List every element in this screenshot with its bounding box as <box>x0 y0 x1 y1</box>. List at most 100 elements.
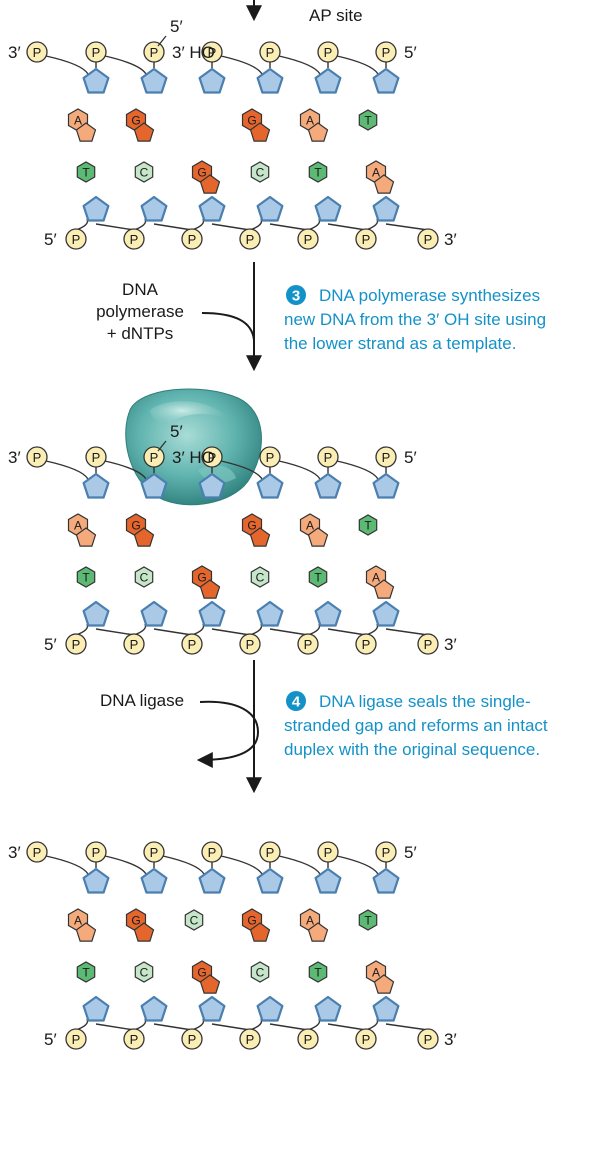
lower-phosphate-4-label: P <box>304 232 313 247</box>
upper-phosphate-6-label: P <box>382 845 391 860</box>
upper-sugar-5 <box>372 472 400 499</box>
upper-sugar-3 <box>256 867 284 894</box>
upper-phosphate-1-label: P <box>92 450 101 465</box>
upper-sugar-1 <box>140 67 168 94</box>
lower-sugar-0 <box>82 195 110 222</box>
upper-phosphate-3-label: P <box>208 845 217 860</box>
lower-base-3: C <box>250 961 270 983</box>
lower-sugar-1 <box>140 600 168 627</box>
lower-base-4-letter: T <box>314 166 322 180</box>
upper-phosphate-5 <box>317 841 339 863</box>
upper-base-3: G <box>241 513 271 547</box>
upper-base-1-letter: G <box>131 914 140 928</box>
upper-strand-5prime-end: 5′ <box>404 843 417 862</box>
polymerase-label-line-3: + dNTPs <box>107 324 174 343</box>
upper-phosphate-6 <box>375 446 397 468</box>
upper-sugar-3 <box>256 472 284 499</box>
nick-5prime-label: 5′ <box>170 422 183 441</box>
lower-sugar-3 <box>256 195 284 222</box>
lower-base-2-letter: G <box>197 166 206 180</box>
lower-base-1-letter: C <box>140 966 149 980</box>
lower-phosphate-6-label: P <box>424 1032 433 1047</box>
lower-phosphate-6 <box>417 633 439 655</box>
upper-sugar-5 <box>372 67 400 94</box>
upper-phosphate-6-label: P <box>382 450 391 465</box>
lower-base-3-letter: C <box>256 166 265 180</box>
step-4-description-line-3: duplex with the original sequence. <box>284 740 540 759</box>
step-4: DNA ligase 4 DNA ligase seals the single… <box>100 660 548 794</box>
lower-phosphate-2 <box>181 228 203 250</box>
lower-phosphate-5 <box>355 228 377 250</box>
step-4-description-line-2: stranded gap and reforms an intact <box>284 716 548 735</box>
upper-base-0-letter: A <box>74 914 82 928</box>
upper-base-0: A <box>67 908 97 942</box>
nick-3prime-oh-label: 3′ HO <box>172 448 215 467</box>
upper-phosphate-3 <box>201 41 223 63</box>
upper-sugar-2 <box>198 67 226 94</box>
lower-phosphate-2 <box>181 1028 203 1050</box>
lower-sugar-5 <box>372 195 400 222</box>
lower-phosphate-3-label: P <box>246 1032 255 1047</box>
lower-base-0: T <box>76 566 96 588</box>
upper-base-4-letter: A <box>306 914 314 928</box>
lower-sugar-5 <box>372 600 400 627</box>
upper-base-5: T <box>358 514 378 536</box>
lower-base-4: T <box>308 161 328 183</box>
upper-base-4-letter: A <box>306 519 314 533</box>
upper-phosphate-4-label: P <box>266 845 275 860</box>
ap-site-label: AP site <box>309 6 363 25</box>
nick-5prime-label: 5′ <box>170 17 183 36</box>
step-3-description-line-2: new DNA from the 3′ OH site using <box>284 310 546 329</box>
upper-base-1-letter: G <box>131 114 140 128</box>
upper-phosphate-2-label: P <box>150 845 159 860</box>
upper-base-4-letter: A <box>306 114 314 128</box>
lower-phosphate-3 <box>239 633 261 655</box>
lower-phosphate-2 <box>181 633 203 655</box>
upper-base-0: A <box>67 108 97 142</box>
lower-phosphate-4 <box>297 228 319 250</box>
lower-base-4-letter: T <box>314 571 322 585</box>
upper-phosphate-5 <box>317 446 339 468</box>
lower-base-1: C <box>134 566 154 588</box>
lower-base-2-letter: G <box>197 966 206 980</box>
upper-sugar-2 <box>198 472 226 499</box>
lower-base-5-letter: A <box>372 166 380 180</box>
lower-phosphate-0-label: P <box>72 232 81 247</box>
lower-phosphate-5-label: P <box>362 232 371 247</box>
upper-phosphate-3-label: P <box>208 450 217 465</box>
upper-phosphate-5-label: P <box>324 45 333 60</box>
upper-phosphate-2-label: P <box>150 450 159 465</box>
upper-strand-3prime-end: 3′ <box>8 43 21 62</box>
upper-strand-5prime-end: 5′ <box>404 448 417 467</box>
lower-sugar-3 <box>256 995 284 1022</box>
lower-sugar-0 <box>82 600 110 627</box>
lower-phosphate-1 <box>123 228 145 250</box>
lower-phosphate-4-label: P <box>304 637 313 652</box>
lower-base-1-letter: C <box>140 571 149 585</box>
upper-sugar-0 <box>82 472 110 499</box>
upper-phosphate-6 <box>375 41 397 63</box>
upper-base-5: T <box>358 109 378 131</box>
lower-base-0: T <box>76 161 96 183</box>
upper-sugar-4 <box>314 67 342 94</box>
lower-phosphate-0 <box>65 1028 87 1050</box>
lower-strand-5prime-end: 5′ <box>44 1030 57 1049</box>
lower-sugar-4 <box>314 195 342 222</box>
upper-phosphate-4 <box>259 841 281 863</box>
upper-phosphate-2 <box>143 446 165 468</box>
lower-phosphate-3-label: P <box>246 637 255 652</box>
lower-phosphate-0-label: P <box>72 1032 81 1047</box>
upper-phosphate-1 <box>85 841 107 863</box>
lower-base-5-letter: A <box>372 571 380 585</box>
upper-phosphate-0-label: P <box>33 845 42 860</box>
step-4-number-badge <box>286 691 306 711</box>
step-3-number: 3 <box>292 288 300 305</box>
lower-sugar-2 <box>198 600 226 627</box>
lower-base-0-letter: T <box>82 571 90 585</box>
upper-base-1: G <box>125 908 155 942</box>
lower-sugar-1 <box>140 195 168 222</box>
upper-base-1-letter: G <box>131 519 140 533</box>
lower-base-5: A <box>365 565 395 599</box>
upper-phosphate-3-label: P <box>208 45 217 60</box>
